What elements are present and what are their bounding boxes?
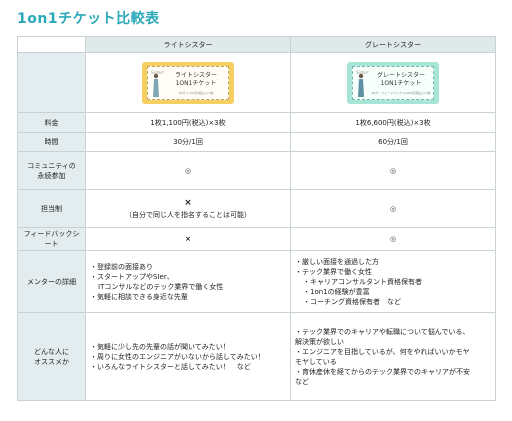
list-item: ITコンサルなどのテック業界で働く女性 — [98, 282, 224, 291]
list-item: ・気軽に少し先の先輩の話が聞いてみたい！ — [90, 342, 230, 351]
row-label-assign: 担当制 — [17, 189, 86, 228]
row-label-line: オススメか — [34, 357, 69, 366]
time-lite: 30分/1回 — [85, 132, 291, 152]
list-item: ・育休産休を経てからのテック業界でのキャリアが不安 — [295, 367, 470, 376]
header-corner — [17, 36, 86, 53]
cross-mark: × — [184, 197, 192, 208]
list-item: ・周りに女性のエンジニアがいないから話してみたい！ — [90, 352, 265, 361]
time-great: 60分/1回 — [290, 132, 496, 152]
price-lite: 1枚1,100円(税込)×3枚 — [85, 112, 291, 133]
list-item: ・テック業界でのキャリアや転職について悩んでいる、 — [295, 327, 470, 336]
ticket-brand: Sisterr — [356, 69, 369, 75]
mentor-great: ・厳しい面接を通過した方 ・テック業界で働く女性 ・キャリアコンサルタント資格保… — [290, 250, 496, 313]
community-lite: ◎ — [85, 151, 291, 190]
row-label-price: 料金 — [17, 112, 86, 133]
ticket-row-head — [17, 52, 86, 113]
assign-lite: × （自分で同じ人を指名することは可能） — [85, 189, 291, 228]
feedback-great: ◎ — [290, 227, 496, 251]
list-item: ・コーチング資格保有者 など — [303, 297, 401, 306]
ticket-fine-print: 30分 1,100円(税込)×3枚 — [178, 90, 214, 95]
list-item: ・登録前の面接あり — [90, 262, 153, 271]
page-title: 1on1チケット比較表 — [17, 11, 160, 27]
header-row: ライトシスター グレートシスター — [17, 36, 496, 53]
column-header-lite: ライトシスター — [85, 36, 291, 53]
row-label-line: 永続参加 — [37, 171, 66, 180]
list-item: ・テック業界で働く女性 — [295, 267, 372, 276]
ticket-type: 1ON1チケット — [175, 79, 217, 87]
ticket-brand: Sisterr — [151, 69, 164, 75]
feedback-lite: × — [85, 227, 291, 251]
list-item: ・スタートアップやSIer、 — [90, 272, 174, 281]
row-label-community: コミュニティの 永続参加 — [17, 151, 86, 190]
recommend-lite: ・気軽に少し先の先輩の話が聞いてみたい！ ・周りに女性のエンジニアがいないから話… — [85, 312, 291, 401]
ticket-name: グレートシスター — [376, 71, 425, 79]
assign-note: （自分で同じ人を指名することは可能） — [125, 210, 251, 219]
price-great: 1枚6,600円(税込)×3枚 — [290, 112, 496, 133]
row-label-time: 時間 — [17, 132, 86, 152]
price-row: 料金 1枚1,100円(税込)×3枚 1枚6,600円(税込)×3枚 — [17, 112, 496, 133]
ticket-cell-great: Sisterr グレートシスター 1ON1チケット 60分・フィードバック 6,… — [290, 52, 496, 113]
row-label-line: どんな人に — [34, 347, 69, 356]
row-label-recommend: どんな人に オススメか — [17, 312, 86, 401]
ticket-name: ライトシスター — [174, 71, 217, 79]
ticket-fine-print: 60分・フィードバック 6,600円(税込)×3枚 — [371, 90, 431, 95]
comparison-table: ライトシスター グレートシスター Sisterr ライトシスター 1ON1チケッ… — [17, 36, 496, 401]
time-row: 時間 30分/1回 60分/1回 — [17, 132, 496, 152]
feedback-row: フィードバックシート × ◎ — [17, 227, 496, 251]
person-figure-icon — [153, 73, 159, 97]
mentor-lite: ・登録前の面接あり ・スタートアップやSIer、 ITコンサルなどのテック業界で… — [85, 250, 291, 313]
list-item: ・キャリアコンサルタント資格保有者 — [303, 277, 422, 286]
list-item: ・エンジニアを目指しているが、何をやればいいかモヤ — [295, 347, 470, 356]
ticket-type: 1ON1チケット — [380, 79, 422, 87]
ticket-cell-lite: Sisterr ライトシスター 1ON1チケット 30分 1,100円(税込)×… — [85, 52, 291, 113]
ticket-row: Sisterr ライトシスター 1ON1チケット 30分 1,100円(税込)×… — [17, 52, 496, 113]
assign-great: ◎ — [290, 189, 496, 228]
list-item: ・いろんなライトシスターと話してみたい！ など — [90, 362, 251, 371]
great-ticket-image: Sisterr グレートシスター 1ON1チケット 60分・フィードバック 6,… — [347, 61, 439, 104]
assign-row: 担当制 × （自分で同じ人を指名することは可能） ◎ — [17, 189, 496, 228]
community-row: コミュニティの 永続参加 ◎ ◎ — [17, 151, 496, 190]
person-figure-icon — [358, 73, 364, 97]
recommend-great: ・テック業界でのキャリアや転職について悩んでいる、 解決策が欲しい ・エンジニア… — [290, 312, 496, 401]
recommend-row: どんな人に オススメか ・気軽に少し先の先輩の話が聞いてみたい！ ・周りに女性の… — [17, 312, 496, 401]
row-label-mentor: メンターの詳細 — [17, 250, 86, 313]
list-item: ・1on1の経験が豊富 — [303, 287, 370, 296]
list-item: ・厳しい面接を通過した方 — [295, 257, 379, 266]
list-item: など — [295, 377, 309, 386]
list-item: ・気軽に相談できる身近な先輩 — [90, 292, 188, 301]
list-item: 解決策が欲しい — [295, 337, 344, 346]
row-label-feedback: フィードバックシート — [17, 227, 86, 251]
lite-ticket-image: Sisterr ライトシスター 1ON1チケット 30分 1,100円(税込)×… — [142, 61, 234, 104]
list-item: モヤしている — [295, 357, 337, 366]
community-great: ◎ — [290, 151, 496, 190]
row-label-line: コミュニティの — [27, 161, 76, 170]
column-header-great: グレートシスター — [290, 36, 496, 53]
mentor-row: メンターの詳細 ・登録前の面接あり ・スタートアップやSIer、 ITコンサルな… — [17, 250, 496, 313]
